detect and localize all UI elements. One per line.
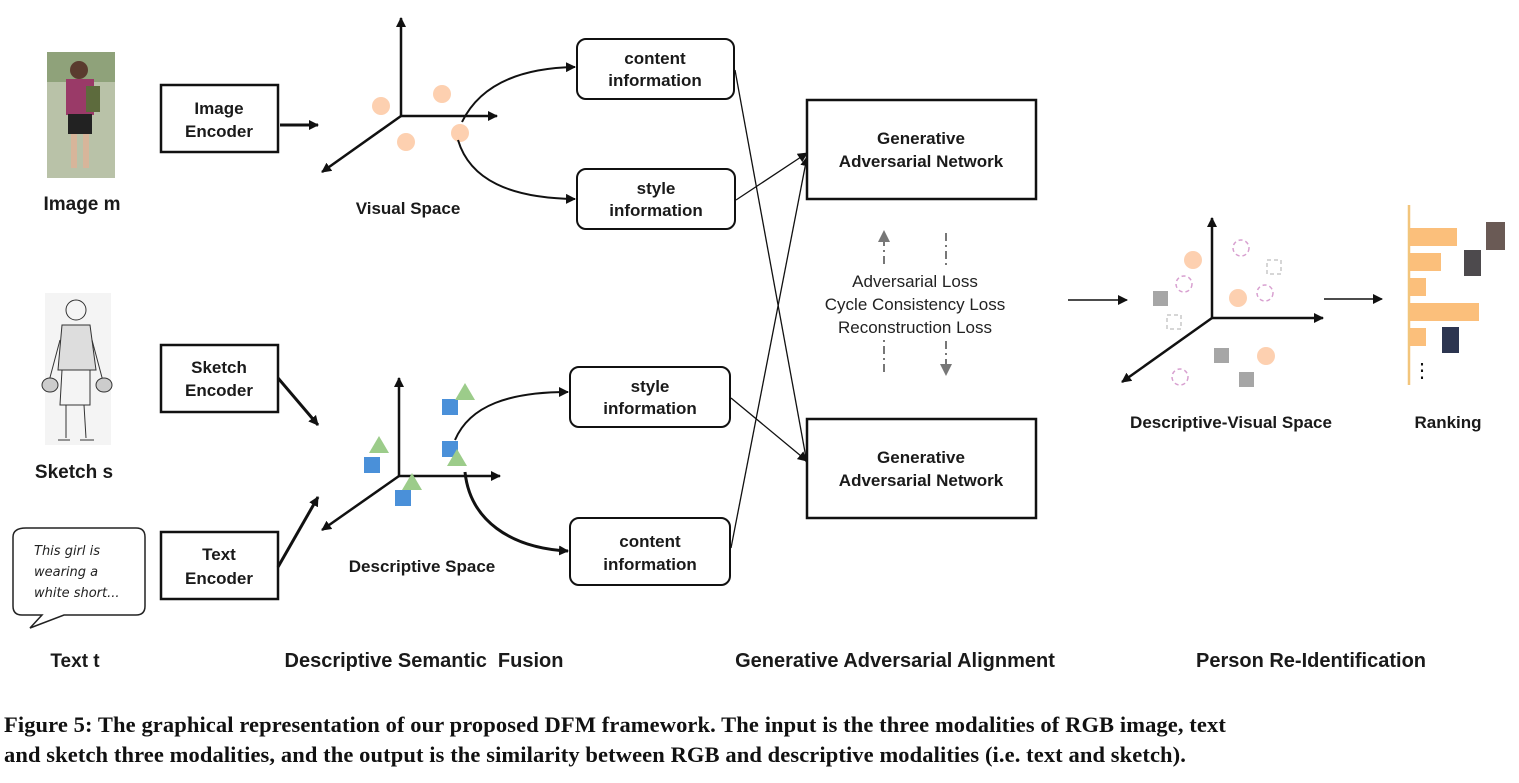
loss-labels: Adversarial Loss Cycle Consistency Loss … [818, 266, 1024, 338]
descriptive-space-label: Descriptive Space [349, 557, 495, 576]
svg-text:Sketch: Sketch [191, 358, 247, 377]
dfm-framework-diagram: Image m Sketch s This girl is wearing a … [12, 17, 1505, 672]
ranking-bar [1410, 328, 1426, 346]
svg-text:Image: Image [194, 99, 243, 118]
svg-text:information: information [603, 399, 697, 418]
caption-line-2: and sketch three modalities, and the out… [4, 742, 1186, 767]
svg-text:information: information [603, 555, 697, 574]
text-encoder-box: Text Encoder [159, 530, 280, 601]
svg-text:Encoder: Encoder [185, 381, 253, 400]
svg-text:content: content [619, 532, 681, 551]
sketch-encoder-arrow [276, 377, 320, 426]
caption-line-1: Figure 5: The graphical representation o… [4, 712, 1226, 737]
svg-text:Text: Text [202, 545, 236, 564]
ranking-bar [1410, 253, 1441, 271]
svg-text:Generative: Generative [877, 129, 965, 148]
section-alignment-title: Generative Adversarial Alignment [735, 650, 1055, 672]
svg-text:Generative: Generative [877, 448, 965, 467]
reconstruction-loss-label: Reconstruction Loss [838, 318, 992, 337]
bubble-line-3: white short... [34, 586, 120, 601]
text-speech-bubble: This girl is wearing a white short... [12, 527, 146, 629]
ranking-chart [1407, 205, 1479, 385]
top-style-info-box: style information [576, 168, 736, 230]
svg-text:Encoder: Encoder [185, 569, 253, 588]
section-fusion-title: Descriptive Semantic Fusion [285, 650, 564, 672]
ranking-thumbnails [1442, 222, 1505, 353]
bottom-content-info-box: content information [569, 517, 731, 586]
section-reid-title: Person Re-Identification [1196, 650, 1426, 672]
top-content-info-box: content information [576, 38, 735, 100]
ranking-bar [1410, 228, 1457, 246]
adversarial-loss-label: Adversarial Loss [852, 272, 978, 291]
visual-space-axes [321, 17, 498, 174]
ranking-ellipsis: ⋮ [1412, 360, 1432, 382]
svg-text:style: style [631, 377, 670, 396]
image-m-label: Image m [43, 194, 120, 215]
to-top-content-arrow [461, 62, 576, 123]
svg-text:Adversarial Network: Adversarial Network [839, 471, 1004, 490]
svg-text:style: style [637, 179, 676, 198]
image-encoder-box: Image Encoder [159, 83, 280, 154]
text-t-label: Text t [50, 651, 100, 672]
ranking-bar [1410, 278, 1426, 296]
svg-text:Encoder: Encoder [185, 122, 253, 141]
top-gan-box: Generative Adversarial Network [805, 98, 1038, 201]
descriptive-space-axes [321, 377, 501, 532]
ranking-bar [1410, 303, 1479, 321]
descriptive-space-points [364, 383, 475, 506]
sketch-s-label: Sketch s [35, 462, 113, 483]
cross-connection-lines [730, 69, 811, 549]
svg-text:information: information [609, 201, 703, 220]
bottom-style-info-box: style information [569, 366, 731, 428]
descriptive-visual-space-label: Descriptive-Visual Space [1130, 413, 1332, 432]
rgb-person-image [47, 52, 115, 178]
sketch-person-image [41, 293, 113, 445]
bubble-line-2: wearing a [34, 565, 98, 580]
descriptive-visual-space-axes [1121, 217, 1324, 384]
to-top-style-arrow [457, 139, 576, 204]
visual-space-label: Visual Space [356, 199, 461, 218]
descriptive-visual-space-points [1153, 239, 1282, 387]
ranking-label: Ranking [1414, 413, 1481, 432]
visual-space-points [372, 85, 469, 151]
figure-caption: Figure 5: The graphical representation o… [4, 710, 1514, 770]
bubble-line-1: This girl is [34, 544, 100, 559]
sketch-encoder-box: Sketch Encoder [159, 343, 280, 414]
bottom-gan-box: Generative Adversarial Network [805, 417, 1038, 520]
to-bottom-content-arrow [463, 471, 569, 556]
svg-text:content: content [624, 49, 686, 68]
svg-text:information: information [608, 71, 702, 90]
text-encoder-arrow [276, 496, 320, 568]
svg-text:Adversarial Network: Adversarial Network [839, 152, 1004, 171]
cycle-loss-label: Cycle Consistency Loss [825, 295, 1005, 314]
to-bottom-style-arrow [454, 387, 569, 441]
